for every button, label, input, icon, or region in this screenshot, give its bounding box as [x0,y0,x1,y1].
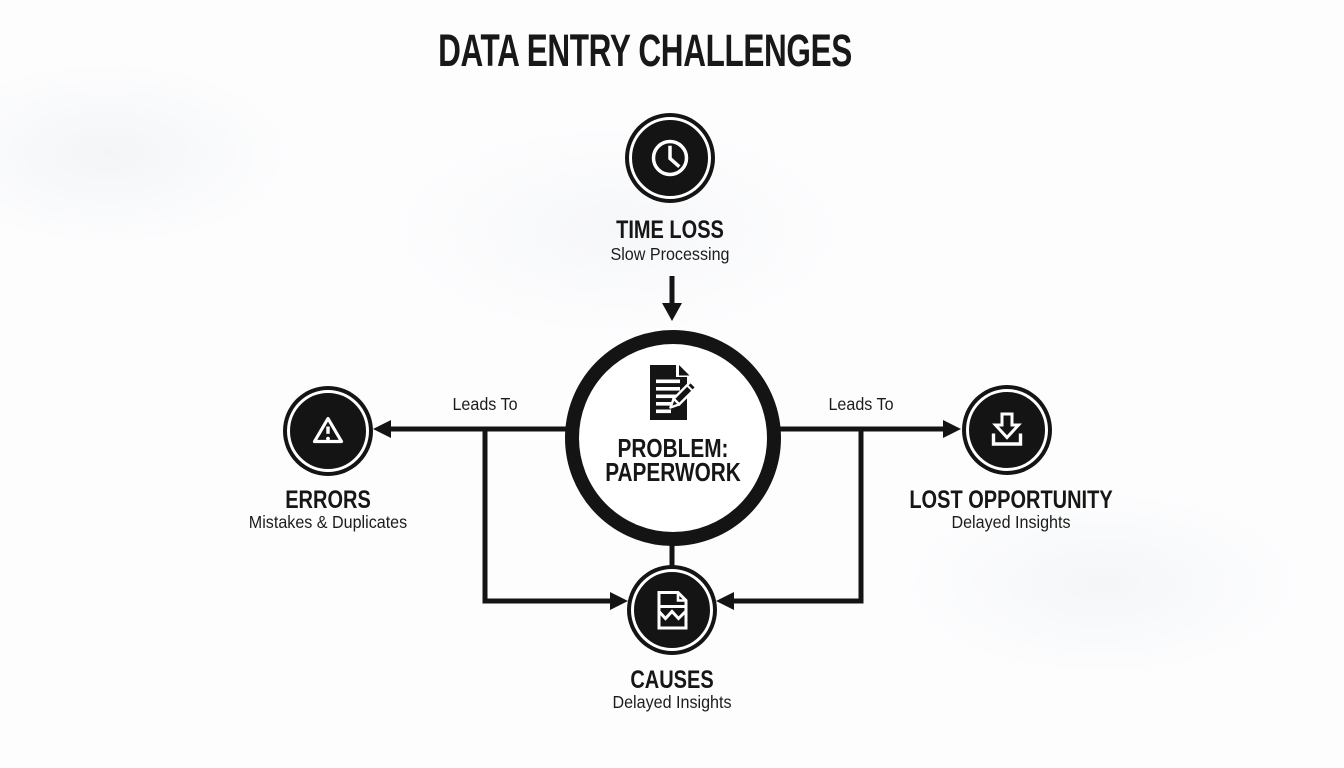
node-lost-opportunity [962,385,1052,475]
arrowhead-left-icon [373,420,391,438]
node-errors [283,386,373,476]
problem-label-line2: PAPERWORK [605,456,741,487]
lost-opportunity-sublabel: Delayed Insights [951,512,1071,532]
clock-icon [651,139,689,177]
errors-sublabel: Mistakes & Duplicates [248,512,408,532]
arrowhead-left-icon [716,592,734,610]
diagram-title: DATA ENTRY CHALLENGES [438,25,852,76]
time-loss-label: TIME LOSS [616,216,724,244]
time-loss-sublabel: Slow Processing [610,244,730,264]
errors-label: ERRORS [285,486,371,514]
problem-label: PROBLEM: PAPERWORK [598,433,748,487]
causes-sublabel: Delayed Insights [612,692,732,712]
node-problem-paperwork: PROBLEM: PAPERWORK [565,330,781,546]
node-time-loss [625,113,715,203]
download-tray-icon [991,412,1023,446]
report-document-icon [657,591,688,630]
problem-label-line1: PROBLEM: [617,433,729,463]
leads-to-left-label: Leads To [452,394,518,414]
warning-triangle-icon [312,416,344,444]
causes-label: CAUSES [630,666,714,694]
leads-to-right-label: Leads To [828,394,894,414]
arrowhead-down-icon [662,303,682,321]
arrowhead-right-icon [943,420,961,438]
lost-opportunity-label: LOST OPPORTUNITY [909,486,1113,514]
document-pencil-icon [650,365,698,420]
node-causes [627,565,717,655]
arrowhead-right-icon [610,592,628,610]
